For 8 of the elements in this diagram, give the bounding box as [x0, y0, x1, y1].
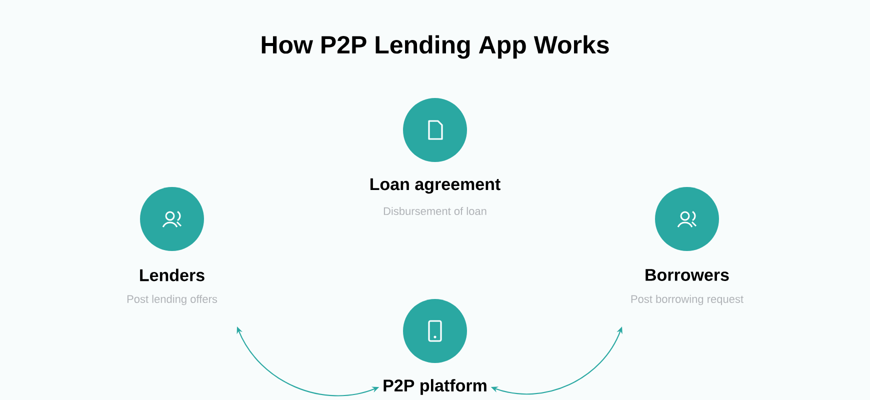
- heading: Borrowers: [646, 269, 729, 281]
- title: How P2P Lending App Works: [262, 35, 609, 59]
- description: Post lending offers: [127, 294, 218, 306]
- heading: Lenders: [140, 268, 204, 282]
- heading: Loan agreement: [370, 178, 500, 194]
- heading: P2P platform: [384, 379, 486, 395]
- description: Disbursement of loan: [384, 206, 486, 216]
- description: Post borrowing request: [631, 294, 744, 306]
